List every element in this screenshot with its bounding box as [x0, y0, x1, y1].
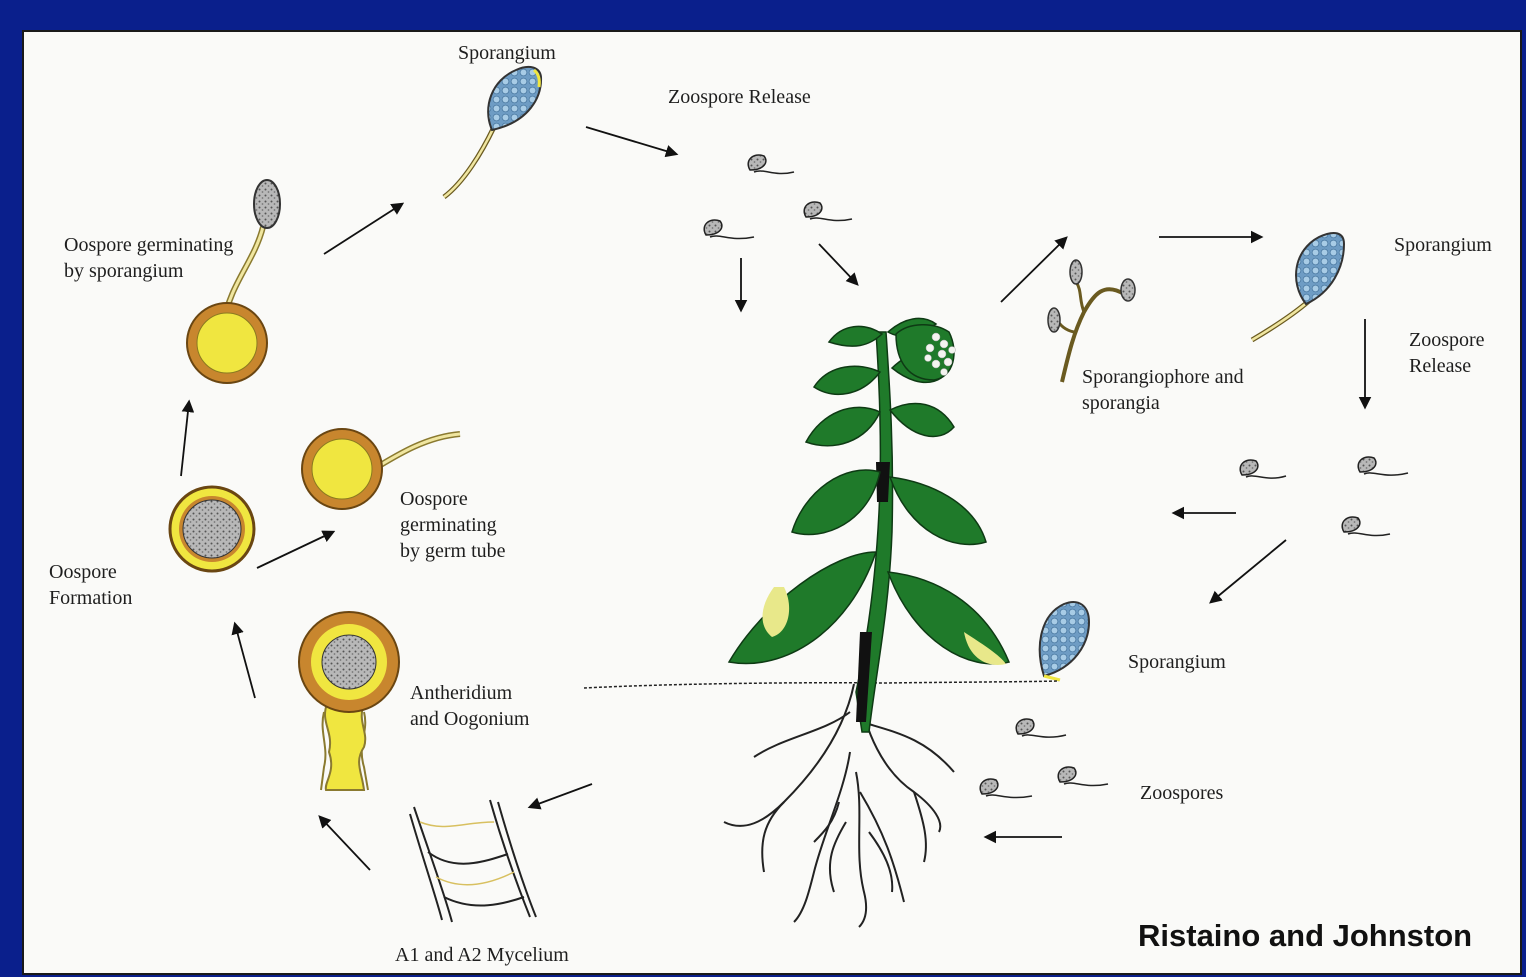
zoospore-icon: [748, 155, 794, 174]
oospore-germinating-sporangium: [187, 180, 280, 383]
oospore-formation: [170, 487, 254, 571]
label-zoospore-release-top: Zoospore Release: [668, 84, 811, 110]
zoospore-icon: [1058, 767, 1108, 786]
label-sporangium-lower: Sporangium: [1128, 649, 1226, 675]
diagram-panel: Sporangium Zoospore Release Oospore germ…: [22, 30, 1522, 975]
antheridium-oogonium: [299, 612, 399, 790]
label-oospore-germ-tube-3: by germ tube: [400, 538, 506, 564]
label-sporangiophore-2: sporangia: [1082, 390, 1160, 416]
sporangium-lower: [1040, 602, 1089, 680]
arrow-to-sporangiophore: [1001, 238, 1066, 302]
label-zoospore-release-right-1: Zoospore: [1409, 327, 1485, 353]
arrow-to-sporangium-top: [324, 204, 402, 254]
credit-text: Ristaino and Johnston: [1138, 918, 1472, 954]
zoospores-right: [1240, 457, 1408, 536]
zoospore-icon: [1358, 457, 1408, 475]
label-antheridium-2: and Oogonium: [410, 706, 529, 732]
label-antheridium-1: Antheridium: [410, 680, 512, 706]
arrow-to-germ-tube: [257, 532, 333, 568]
arrow-to-antheridium: [320, 817, 370, 870]
zoospore-icon: [704, 220, 754, 239]
arrow-to-sporangium-lower: [1211, 540, 1286, 602]
zoospore-icon: [1240, 460, 1286, 478]
arrow-to-oospore-formation: [235, 624, 255, 698]
arrow-to-germ-sporangium: [181, 402, 189, 476]
zoospore-icon: [1342, 517, 1390, 536]
label-oospore-formation-1: Oospore: [49, 559, 117, 585]
arrow-down-zoospore-2: [819, 244, 857, 284]
label-sporangium-right: Sporangium: [1394, 232, 1492, 258]
zoospores-lower: [980, 719, 1108, 798]
label-oospore-formation-2: Formation: [49, 585, 132, 611]
label-zoospore-release-right-2: Release: [1409, 353, 1471, 379]
potato-plant: [584, 318, 1059, 927]
label-sporangium-top: Sporangium: [458, 40, 556, 66]
label-oospore-germ-tube-2: germinating: [400, 512, 497, 538]
label-oospore-germ-tube-1: Oospore: [400, 486, 468, 512]
label-zoospores: Zoospores: [1140, 780, 1223, 806]
label-oospore-germinating-sporangium-1: Oospore germinating: [64, 232, 233, 258]
zoospore-icon: [1016, 719, 1066, 737]
disease-cycle-diagram: [24, 32, 1524, 977]
sporangium-right: [1252, 233, 1344, 340]
arrow-to-zoospore-release: [586, 127, 676, 154]
label-oospore-germinating-sporangium-2: by sporangium: [64, 258, 183, 284]
label-mycelium: A1 and A2 Mycelium: [395, 942, 569, 968]
zoospores-top: [704, 155, 852, 239]
sporangium-top: [444, 67, 541, 197]
zoospore-icon: [980, 779, 1032, 798]
zoospore-icon: [804, 202, 852, 221]
mycelium: [410, 800, 536, 922]
label-sporangiophore-1: Sporangiophore and: [1082, 364, 1244, 390]
arrow-to-mycelium: [530, 784, 592, 807]
